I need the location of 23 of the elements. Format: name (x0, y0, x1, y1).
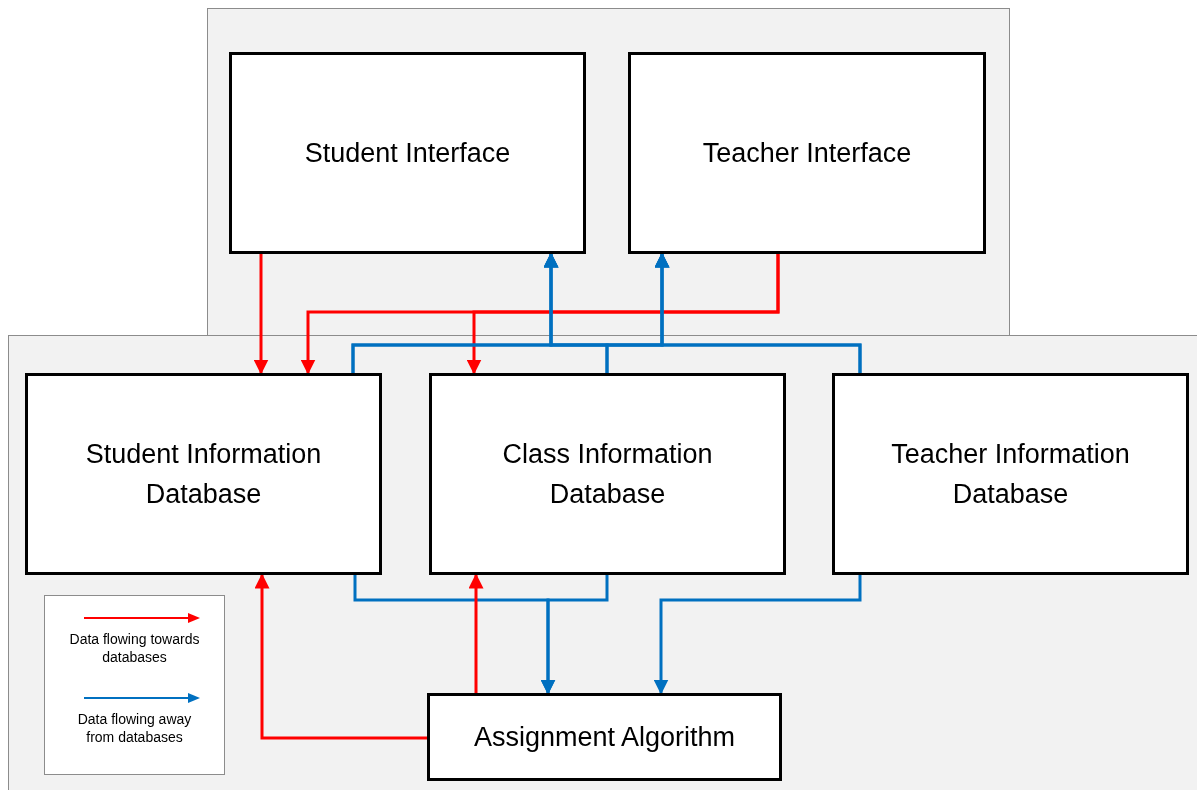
arrow (468, 573, 484, 693)
process-box (229, 52, 586, 254)
box-label: Teacher Information Database (890, 437, 1131, 511)
container-panel (8, 335, 1197, 790)
arrow (654, 252, 862, 373)
arrow (653, 575, 862, 695)
process-box (832, 373, 1189, 575)
arrow (540, 575, 609, 695)
process-box (25, 373, 382, 575)
process-box (429, 373, 786, 575)
container-panel (207, 8, 1010, 336)
arrow (253, 254, 269, 375)
arrow (466, 254, 780, 375)
box-label: Student Information Database (84, 437, 323, 511)
box-label: Assignment Algorithm (472, 720, 737, 754)
arrow (254, 573, 427, 740)
box-label: Teacher Interface (701, 136, 913, 170)
legend-label: Data flowing away from databases (76, 710, 193, 747)
box-label: Student Interface (303, 136, 512, 170)
process-box (427, 693, 782, 781)
box-label: Class Information Database (501, 437, 714, 511)
process-box (628, 52, 986, 254)
legend-label: Data flowing towards databases (68, 630, 201, 667)
